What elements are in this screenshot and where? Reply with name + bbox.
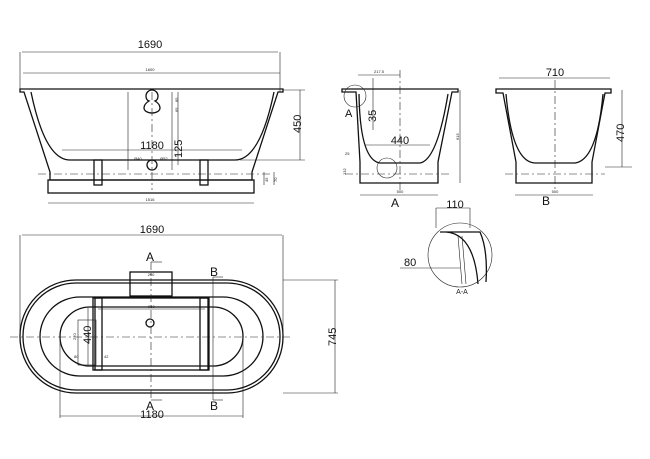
tub-outline-top bbox=[19, 279, 284, 394]
dim-top-overall-length: 1690 bbox=[140, 224, 164, 236]
dim-floor-length: 1180 bbox=[140, 140, 164, 152]
section-b-view: 710 470 500 B bbox=[495, 67, 632, 208]
svg-text:45: 45 bbox=[264, 177, 269, 182]
svg-text:80: 80 bbox=[74, 354, 79, 359]
section-marker-b-top: B bbox=[210, 265, 218, 279]
section-label-a: A bbox=[391, 196, 399, 210]
detail-a-a: 110 80 A-A bbox=[400, 199, 493, 296]
dim-rim-drop: 80 bbox=[404, 257, 416, 269]
section-label-b: B bbox=[542, 194, 550, 208]
dim-overall-width: 745 bbox=[327, 328, 339, 346]
svg-text:85: 85 bbox=[174, 97, 179, 102]
svg-text:42: 42 bbox=[104, 354, 109, 359]
svg-text:70: 70 bbox=[273, 177, 278, 182]
dim-depth-470: 470 bbox=[615, 124, 627, 142]
detail-title: A-A bbox=[456, 289, 468, 296]
tub-outline-front bbox=[19, 88, 284, 181]
foot-right bbox=[199, 159, 209, 186]
svg-text:500: 500 bbox=[397, 189, 404, 194]
dim-top-floor-width: 440 bbox=[82, 326, 94, 344]
waste-drain-icon bbox=[146, 159, 158, 171]
svg-text:65: 65 bbox=[174, 107, 179, 112]
dim-overall-length: 1690 bbox=[138, 39, 162, 51]
svg-text:500: 500 bbox=[552, 189, 559, 194]
foot-left bbox=[93, 159, 103, 186]
dim-depth: 450 bbox=[292, 115, 304, 133]
svg-text:260: 260 bbox=[148, 272, 155, 277]
svg-text:615: 615 bbox=[455, 133, 460, 140]
svg-text:35: 35 bbox=[367, 110, 379, 122]
svg-text:217.5: 217.5 bbox=[374, 69, 385, 74]
section-marker-b-bottom: B bbox=[210, 399, 218, 413]
svg-text:270: 270 bbox=[72, 333, 77, 340]
front-view: 1690 1600 85 65 Ø40 Ø52 1180 125 450 45 … bbox=[19, 39, 305, 204]
overflow-icon bbox=[143, 89, 161, 114]
svg-text:Ø52: Ø52 bbox=[160, 156, 168, 161]
dim-top-floor-length: 1180 bbox=[140, 409, 164, 421]
svg-text:Ø40: Ø40 bbox=[134, 156, 142, 161]
dim-base-length: 1516 bbox=[146, 197, 156, 202]
section-a-view: A 217.5 35 440 615 25 132 500 A bbox=[341, 69, 461, 210]
section-marker-a-bottom: A bbox=[146, 399, 154, 413]
dim-inner-length: 1600 bbox=[146, 67, 156, 72]
dim-drain-height: 125 bbox=[173, 140, 185, 158]
svg-text:25: 25 bbox=[345, 151, 350, 156]
top-view: 1690 260 960 A A B B 440 270 80 42 745 1… bbox=[10, 224, 339, 421]
dim-width-710: 710 bbox=[546, 67, 564, 79]
svg-text:960: 960 bbox=[148, 304, 155, 309]
svg-text:132: 132 bbox=[342, 168, 347, 175]
section-marker-a-top: A bbox=[146, 250, 154, 264]
svg-text:A: A bbox=[345, 108, 353, 120]
dim-rim-width: 110 bbox=[446, 199, 464, 211]
dim-floor-width: 440 bbox=[391, 135, 409, 147]
drain-icon bbox=[145, 318, 155, 328]
